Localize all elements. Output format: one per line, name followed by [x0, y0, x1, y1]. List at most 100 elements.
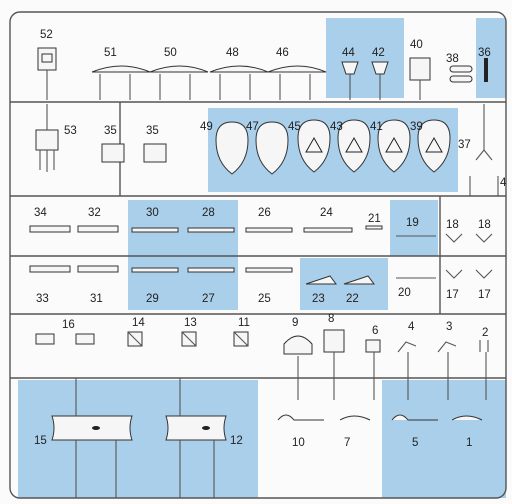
- label-41: 41: [370, 121, 383, 133]
- part-38: [449, 65, 473, 73]
- part-numbers: 52 51 50 48 46 44 42 40 38 36 53 35 35 4…: [34, 29, 507, 449]
- part-41: [377, 119, 411, 173]
- part-12: [165, 415, 227, 441]
- label-38: 38: [446, 53, 459, 65]
- label-20: 20: [398, 287, 411, 299]
- part-35a: [101, 143, 125, 163]
- label-6: 6: [372, 325, 378, 337]
- label-47: 47: [246, 121, 259, 133]
- part-51: [91, 65, 151, 73]
- label-44: 44: [342, 47, 355, 59]
- label-52: 52: [40, 29, 53, 41]
- part-21: [365, 225, 383, 230]
- label-1: 1: [466, 437, 472, 449]
- label-35b: 35: [146, 125, 159, 137]
- row6-parts: [51, 378, 483, 498]
- label-34: 34: [34, 207, 47, 219]
- part-23: [305, 275, 337, 285]
- label-36: 36: [478, 47, 491, 59]
- part-44: [341, 61, 359, 75]
- part-46: [267, 65, 327, 73]
- part-39: [417, 119, 451, 173]
- part-47: [255, 121, 289, 175]
- label-13: 13: [184, 317, 197, 329]
- label-17b: 17: [478, 289, 491, 301]
- label-8: 8: [328, 313, 334, 325]
- label-53: 53: [64, 125, 77, 137]
- part-1: [451, 415, 483, 421]
- label-2: 2: [482, 327, 488, 339]
- part-42: [371, 61, 389, 75]
- part-3: [437, 341, 457, 353]
- part-16: [35, 333, 55, 345]
- part-24: [303, 227, 353, 233]
- label-22: 22: [346, 293, 359, 305]
- part-36: [484, 58, 488, 82]
- part-32: [77, 225, 119, 233]
- label-15: 15: [34, 435, 47, 447]
- label-25: 25: [258, 293, 271, 305]
- part-10: [277, 414, 324, 421]
- part-8: [323, 329, 345, 353]
- part-7: [339, 415, 371, 421]
- part-28: [187, 227, 235, 233]
- label-17a: 17: [446, 289, 459, 301]
- label-10: 10: [292, 437, 305, 449]
- label-12: 12: [230, 435, 243, 447]
- label-21: 21: [368, 213, 381, 225]
- part-29: [131, 267, 179, 273]
- label-18a: 18: [446, 219, 459, 231]
- label-48: 48: [226, 47, 239, 59]
- sprue-frame: [9, 11, 507, 499]
- part-30: [131, 227, 179, 233]
- label-51: 51: [104, 47, 117, 59]
- part-17b: [475, 269, 493, 279]
- label-19: 19: [406, 217, 419, 229]
- label-9: 9: [292, 317, 298, 329]
- part-33: [29, 265, 71, 273]
- label-24: 24: [320, 207, 333, 219]
- label-42: 42: [372, 47, 385, 59]
- label-35a: 35: [104, 125, 117, 137]
- part-27: [187, 267, 235, 273]
- part-9: [283, 335, 313, 355]
- label-45: 45: [288, 121, 301, 133]
- row2-parts: [35, 104, 499, 196]
- label-14: 14: [132, 317, 145, 329]
- part-2: [479, 340, 489, 352]
- label-32: 32: [88, 207, 101, 219]
- label-29: 29: [146, 293, 159, 305]
- label-3: 3: [446, 321, 452, 333]
- drop-tanks: [277, 414, 483, 421]
- part-25: [245, 267, 293, 273]
- cockpit-parts: [215, 119, 451, 175]
- part-53: [35, 129, 59, 151]
- part-49: [215, 121, 249, 175]
- part-18a: [445, 233, 463, 243]
- part-17a: [445, 269, 463, 279]
- label-50: 50: [164, 47, 177, 59]
- label-26: 26: [258, 207, 271, 219]
- label-18b: 18: [478, 219, 491, 231]
- label-43: 43: [330, 121, 343, 133]
- label-23: 23: [312, 293, 325, 305]
- label-11: 11: [238, 317, 250, 329]
- part-6: [365, 339, 381, 353]
- part-31: [77, 265, 119, 273]
- part-40: [409, 57, 431, 81]
- label-46: 46: [276, 47, 289, 59]
- label-49: 49: [200, 121, 213, 133]
- part-37: [475, 149, 493, 161]
- part-5: [391, 414, 438, 421]
- label-7: 7: [344, 437, 350, 449]
- row5-parts: [35, 329, 489, 400]
- part-43: [337, 119, 371, 173]
- part-50: [149, 65, 209, 73]
- part-34: [29, 225, 71, 233]
- label-30: 30: [146, 207, 159, 219]
- label-33: 33: [36, 293, 49, 305]
- part-22: [343, 275, 375, 285]
- label-4-edge: 4: [500, 177, 507, 189]
